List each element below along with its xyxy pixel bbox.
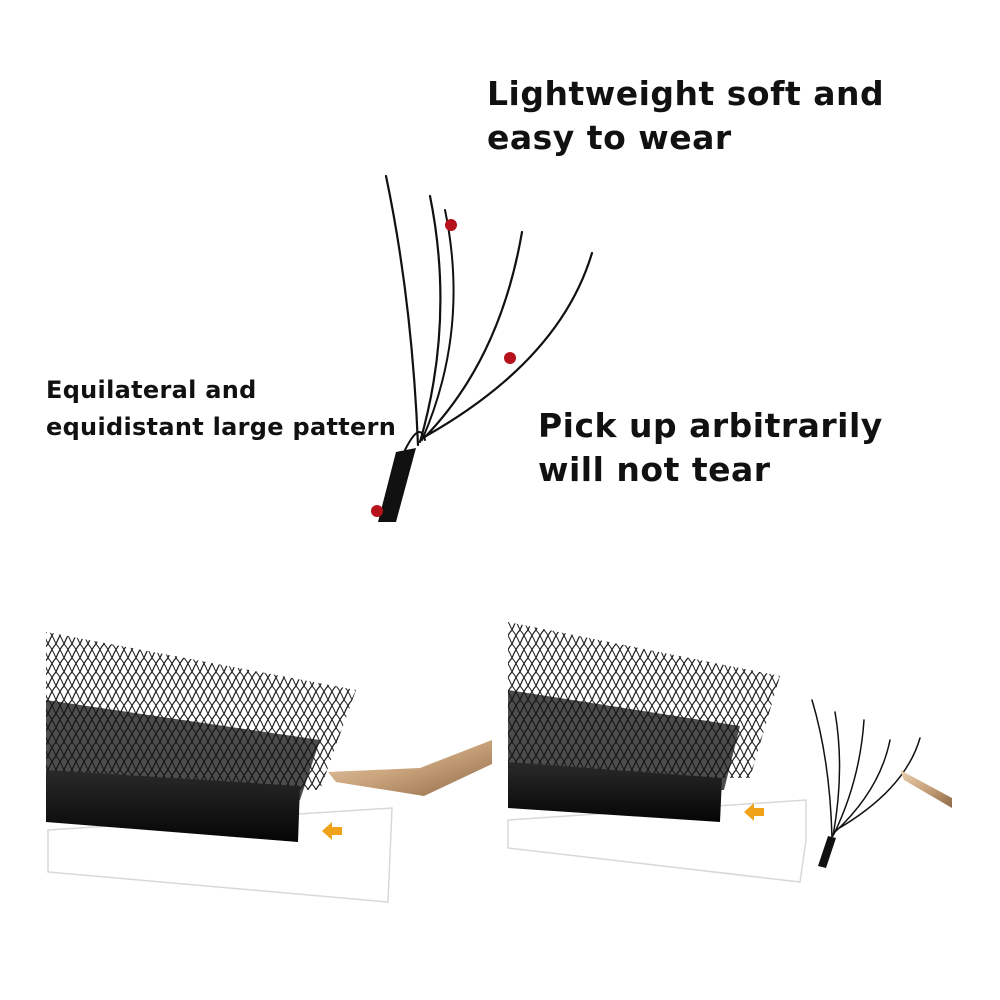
caption-equilateral: Equilateral and equidistant large patter… [46,372,396,446]
caption-lightweight-line2: easy to wear [487,118,732,157]
caption-pick-up-line1: Pick up arbitrarily [538,406,883,445]
caption-lightweight: Lightweight soft and easy to wear [487,72,884,160]
lash-fan-icon [371,174,594,522]
marker-dot-top [445,219,457,231]
caption-lightweight-line1: Lightweight soft and [487,74,885,113]
caption-pick-up: Pick up arbitrarily will not tear [538,404,883,492]
marker-dot-middle [504,352,516,364]
orange-arrow-icon [322,822,342,840]
marker-dot-bottom [371,505,383,517]
orange-arrow-icon-2 [744,803,764,821]
caption-equilateral-line2: equidistant large pattern [46,413,397,441]
caption-equilateral-line1: Equilateral and [46,376,257,404]
caption-pick-up-line2: will not tear [538,450,771,489]
lash-strip-with-picked-fan-icon [507,622,952,883]
lash-strip-with-tweezer-icon [46,632,492,903]
